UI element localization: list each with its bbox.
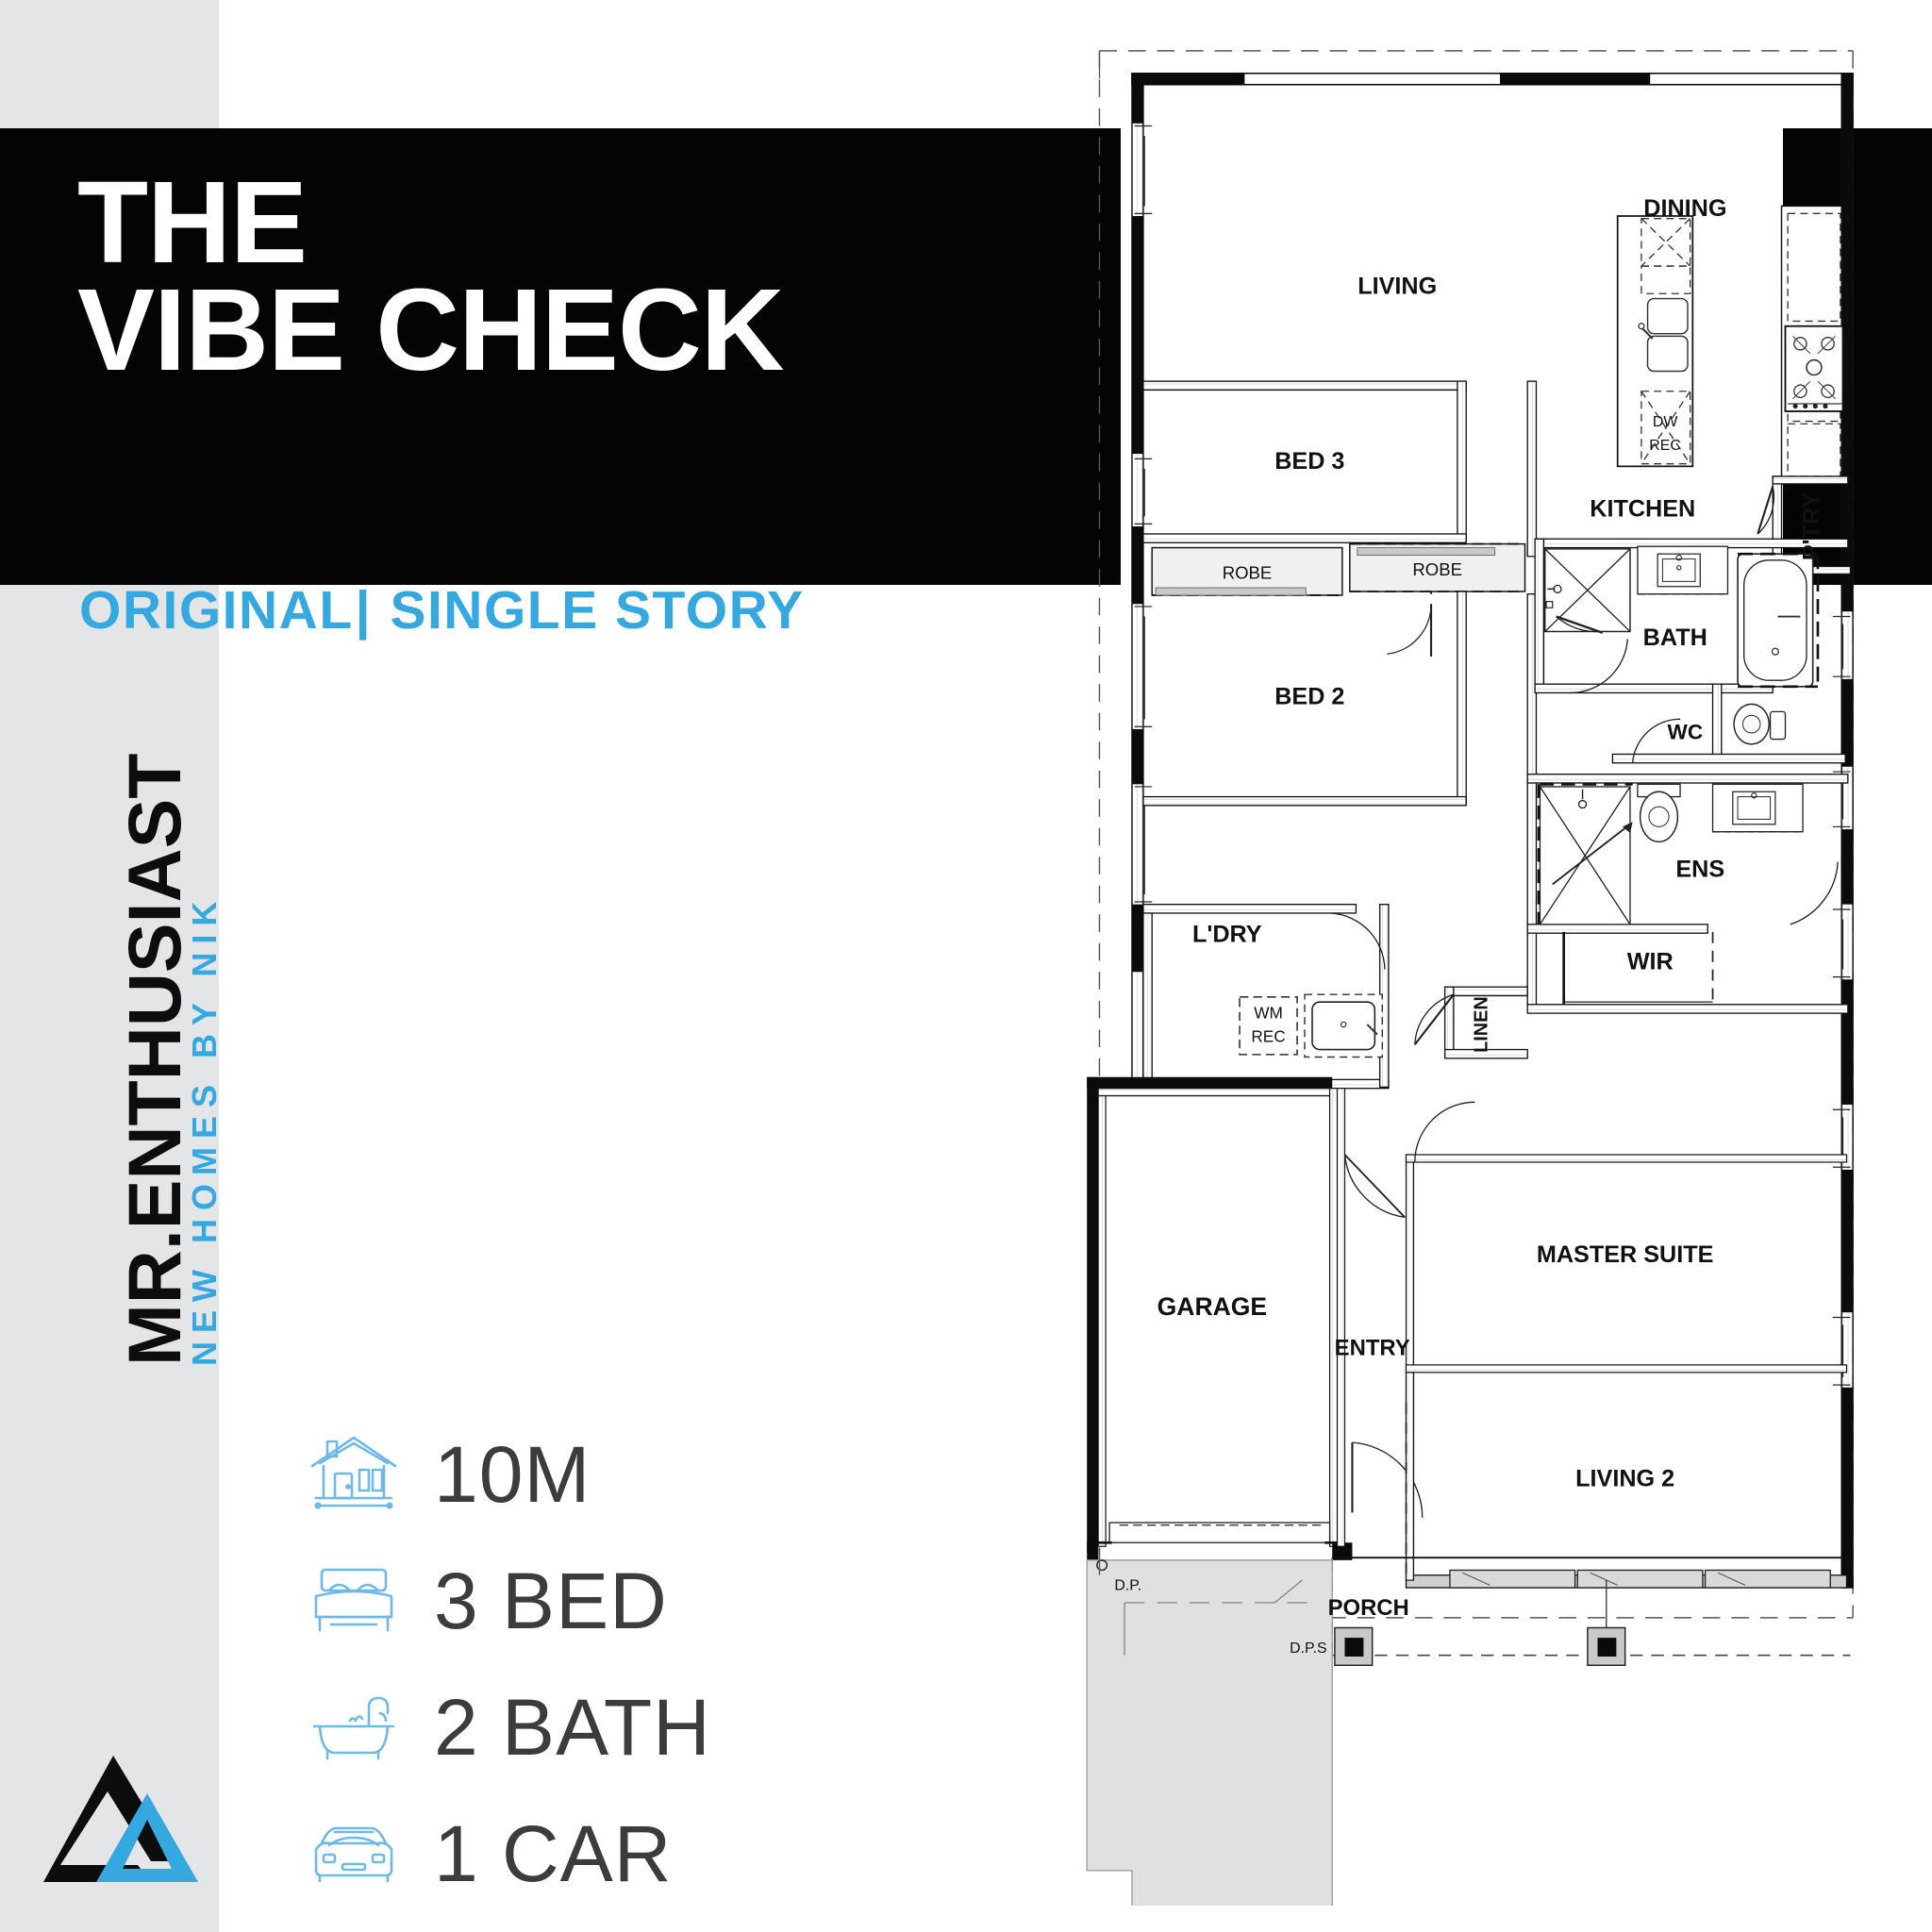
ensuite-toilet-icon bbox=[1637, 783, 1681, 843]
room-label-bath: BATH bbox=[1643, 625, 1707, 651]
house-icon bbox=[298, 1427, 409, 1522]
kitchen-island bbox=[1616, 215, 1694, 468]
room-label-ens: ENS bbox=[1675, 856, 1724, 882]
feature-label-bath: 2 BATH bbox=[434, 1682, 711, 1772]
title-line-1: THE bbox=[77, 158, 308, 288]
room-label-bed3: BED 3 bbox=[1274, 448, 1344, 475]
site-boundary-dashed bbox=[1098, 50, 1854, 1619]
room-label-wm-rec: REC bbox=[1251, 1027, 1285, 1046]
room-label-living2: LIVING 2 bbox=[1575, 1466, 1674, 1492]
feature-list: 10M 3 BED bbox=[298, 1417, 826, 1923]
porch-area bbox=[1331, 1557, 1851, 1667]
brand-tagline-vertical: NEW HOMES BY NIK bbox=[185, 892, 224, 1366]
room-label-laundry: L'DRY bbox=[1192, 921, 1262, 947]
ensuite-room bbox=[1526, 774, 1849, 1013]
room-label-entry: ENTRY bbox=[1335, 1335, 1410, 1360]
brand-logo bbox=[40, 1750, 200, 1901]
linen-cupboard bbox=[1413, 986, 1528, 1059]
kitchen-bench bbox=[1780, 205, 1844, 480]
room-label-wm: WM bbox=[1254, 1003, 1283, 1022]
driveway-slab bbox=[1086, 1559, 1333, 1906]
master-suite-room bbox=[1405, 1101, 1848, 1374]
wir-room bbox=[1526, 931, 1849, 1014]
bed2-walls bbox=[1142, 591, 1467, 807]
double-triangle-logo-icon bbox=[43, 1756, 198, 1882]
page-title: THE VIBE CHECK bbox=[77, 158, 1077, 396]
room-label-wir: WIR bbox=[1627, 949, 1674, 975]
room-label-linen: LINEN bbox=[1472, 996, 1492, 1053]
label-dps: D.P.S bbox=[1290, 1641, 1327, 1657]
window-symbols-left bbox=[1134, 125, 1153, 903]
room-label-kitchen: KITCHEN bbox=[1590, 495, 1695, 522]
subtitle-storey: SINGLE STORY bbox=[390, 580, 805, 641]
feature-row-bath: 2 BATH bbox=[298, 1670, 826, 1785]
toilet-icon bbox=[1733, 703, 1787, 745]
room-label-wc: WC bbox=[1668, 721, 1704, 744]
room-label-pantry: P'TRY bbox=[1798, 492, 1824, 560]
title-subtitle: ORIGINAL| SINGLE STORY bbox=[79, 579, 805, 641]
feature-row-width: 10M bbox=[298, 1417, 826, 1532]
room-label-robe-2: ROBE bbox=[1412, 559, 1462, 579]
subtitle-original: ORIGINAL bbox=[79, 580, 354, 641]
window-symbols-right bbox=[1832, 615, 1851, 1386]
bath-room bbox=[1534, 538, 1849, 694]
label-dishwasher: DW bbox=[1653, 414, 1678, 430]
car-icon bbox=[298, 1807, 409, 1901]
label-dp: D.P. bbox=[1114, 1578, 1141, 1594]
feature-row-bed: 3 BED bbox=[298, 1543, 826, 1658]
title-block: THE VIBE CHECK ORIGINAL| SINGLE STORY bbox=[0, 128, 1121, 641]
wc-room bbox=[1611, 683, 1846, 764]
feature-label-bed: 3 BED bbox=[434, 1556, 668, 1645]
feature-label-car: 1 CAR bbox=[434, 1808, 673, 1898]
room-label-bed2: BED 2 bbox=[1274, 683, 1344, 709]
floor-plan: LIVING DINING KITCHEN P'TRY BED 3 BED 2 … bbox=[1085, 28, 1915, 1906]
robe-bed2 bbox=[1349, 542, 1526, 592]
room-label-living: LIVING bbox=[1357, 273, 1437, 299]
label-dw-rec: REC bbox=[1649, 438, 1681, 454]
feature-label-width: 10M bbox=[434, 1429, 591, 1519]
room-label-master-suite: MASTER SUITE bbox=[1537, 1241, 1714, 1268]
title-line-2: VIBE CHECK bbox=[77, 266, 785, 396]
feature-row-car: 1 CAR bbox=[298, 1796, 826, 1911]
room-label-dining: DINING bbox=[1643, 195, 1726, 222]
subtitle-separator: | bbox=[355, 580, 373, 641]
floor-plan-drawing: LIVING DINING KITCHEN P'TRY BED 3 BED 2 … bbox=[1086, 50, 1854, 1906]
bed-icon bbox=[298, 1554, 409, 1648]
robe-bed3 bbox=[1151, 546, 1343, 596]
room-label-robe-1: ROBE bbox=[1223, 563, 1273, 583]
room-label-garage: GARAGE bbox=[1158, 1292, 1267, 1321]
garage-room bbox=[1087, 1076, 1353, 1560]
cooktop-icon bbox=[1784, 325, 1844, 412]
room-label-porch: PORCH bbox=[1328, 1595, 1409, 1621]
laundry-room bbox=[1142, 904, 1390, 1090]
living2-room bbox=[1405, 1372, 1848, 1589]
bathtub-icon bbox=[298, 1680, 409, 1774]
